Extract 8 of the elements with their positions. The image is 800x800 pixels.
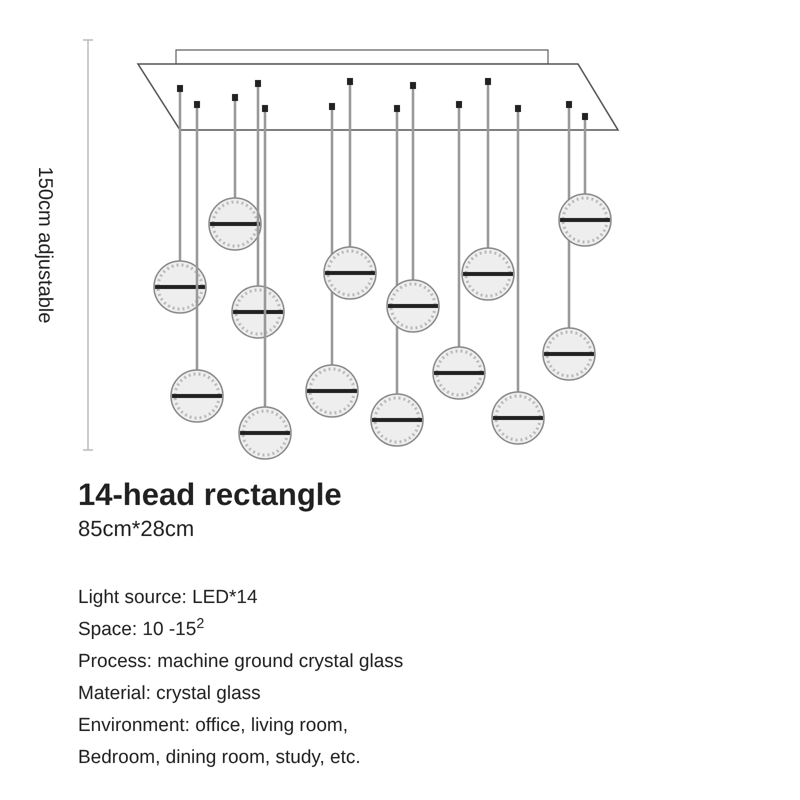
size-text: 85cm*28cm bbox=[78, 515, 194, 543]
dimension-label: 150cm adjustable bbox=[33, 166, 57, 324]
spec-text: Space: 10 -15$^{2}$ bbox=[78, 614, 206, 642]
spec-text: Material: crystal glass bbox=[78, 682, 262, 706]
spec-text: Light source: LED*14 bbox=[78, 586, 259, 610]
spec-text: Environment: office, living room, Bedroom, dining room, study, etc. bbox=[78, 714, 362, 770]
spec-text: Process: machine ground crystal glass bbox=[78, 650, 404, 674]
product-title: 14-head rectangle bbox=[78, 476, 342, 514]
